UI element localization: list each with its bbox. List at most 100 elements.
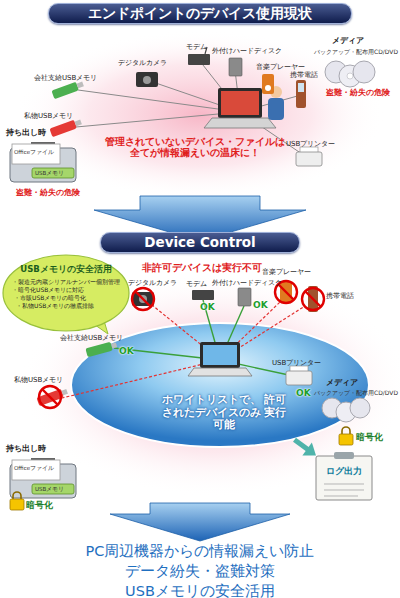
device-label: 私物USBメモリ [24,112,73,120]
cd-hole [347,73,353,79]
user-body [268,98,284,120]
sign-bar [305,291,321,307]
cloud-outline [3,255,129,331]
usb-plug [77,82,84,89]
printer-icon [286,371,312,385]
usb-label: USBメモリ [35,486,75,492]
clipboard-board [316,456,372,500]
clipboard-line [324,484,364,485]
lock-body [10,499,24,510]
usb-plug [62,389,68,395]
briefcase: Officeファイル USBメモリ [8,456,78,500]
media-note: バックアップ・配布用CD/DVD [314,48,398,55]
document-sheet [12,144,60,164]
phone-screen [298,83,304,92]
hdd-icon [229,58,242,76]
log-text: ログ出力 [316,466,372,476]
risk-warning: 盗難・紛失の危険 [326,88,390,98]
callout-item: ・製造元内蔵シリアルナンバー個別管理 [12,278,120,285]
sign-bar [42,389,58,405]
callout-cloud: USBメモリの安全活用・製造元内蔵シリアルナンバー個別管理・暗号化USBメモリに… [2,254,130,332]
ok-mark: OK [200,302,215,313]
carry-out-label: 持ち出し時 [6,444,46,454]
laptop-screen [203,345,237,365]
device-label: 携帯電話 [326,292,354,300]
sign-ring [39,386,61,408]
risk-message: 管理されていないデバイス・ファイルは 全てが情報漏えいの温床に！ [100,136,290,159]
device-label: モデム [186,280,207,288]
down-arrow [110,503,290,541]
flow-arrow [295,440,316,456]
device-label: 外付けハードディスク [212,279,282,287]
laptop-screen [221,91,259,115]
device-label: 音楽プレーヤー [256,63,305,71]
case-body [10,464,76,498]
device-label: デジタルカメラ [128,279,177,287]
clipboard-line [324,490,364,491]
media-note: バックアップ・配布用CD/DVD [314,389,398,396]
modem-icon [192,290,214,300]
camera-lens [143,76,151,84]
device-label: 私物USBメモリ [14,376,63,384]
carry-out-label: 持ち出し時 [6,128,46,138]
header-text: Device Control [101,235,299,251]
whitelist-text: ホワイトリストで、 許可されたデバイスのみ 実行可能 [160,394,288,432]
private-usb-icon [49,118,82,137]
music-player-icon [262,74,274,94]
usb-body [49,120,77,137]
device-label: 携帯電話 [290,71,318,79]
modem-icon [188,54,210,65]
usb-body [51,82,79,99]
case-body [10,148,76,182]
arrow-head [302,442,316,455]
case-shape [8,456,78,500]
cd-disc [353,61,375,83]
device-label: 会社支給USBメモリ [34,74,97,82]
device-label: モデム [186,43,207,51]
clipboard-line [324,496,358,497]
camera-icon [132,292,154,306]
document-sheet [12,460,60,480]
sign-ring [132,288,154,310]
media-label: メディア [326,378,358,388]
case-shape [8,140,78,184]
risk-glow [15,30,385,200]
camera-icon [136,72,158,87]
risk-warning: 盗難・紛失の危険 [16,188,80,198]
header-text: エンドポイントのデバイス使用現状 [49,6,351,22]
sign-bar [135,291,151,307]
hdd-icon [238,288,251,306]
laptop-base [204,118,276,128]
callout-item: ・暗号化USBメモリに対応 [12,286,84,293]
laptop-screen-bezel [200,342,240,368]
wire [78,90,240,112]
block-message: 非許可デバイスは実行不可 [142,262,262,273]
music-player-wheel [265,85,271,91]
encryption-label: 暗号化 [356,432,383,443]
laptop-screen-bezel [218,88,262,118]
usb-label: USBメモリ [35,170,75,176]
device-label: 会社支給USBメモリ [60,334,123,342]
file-label: Officeファイル [14,149,60,155]
laptop-base [188,368,252,376]
device-label: デジタルカメラ [118,59,167,67]
media-label: メディア [332,36,364,46]
phone-icon [296,80,306,108]
benefit-line: USBメモリの安全活用 [0,583,400,598]
ok-mark: OK [119,346,134,357]
callout-item: ・私物USBメモリの徹底排除 [16,302,94,309]
device-label: USBプリンター [272,359,321,367]
cd-disc [350,398,370,418]
briefcase: Officeファイル USBメモリ [8,140,78,184]
printer-icon [296,152,322,166]
header-band: エンドポイントのデバイス使用現状 [48,3,352,24]
usb-plug [75,120,82,127]
file-label: Officeファイル [14,465,60,471]
device-label: 音楽プレーヤー [262,268,311,276]
arrow-shaft [295,440,309,451]
callout-item: ・市販USBメモリの暗号化 [14,294,86,301]
lock-body [339,434,353,445]
log-clipboard: ログ出力 [316,452,372,500]
